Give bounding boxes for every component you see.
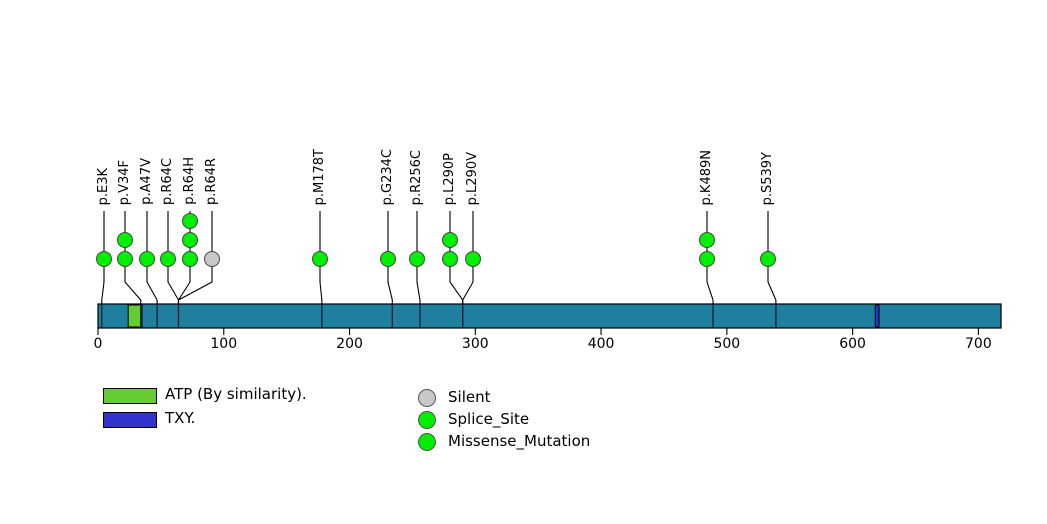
lollipop-pG234C[interactable] [380,211,396,304]
mutation-label: p.M178T [312,148,327,205]
lollipop-dot[interactable] [312,251,328,267]
legend-domain-swatch [103,388,157,404]
lollipop-pL290V[interactable] [462,211,481,304]
mutation-label: p.S539Y [760,151,775,205]
axis-tick-label: 0 [93,336,103,352]
legend-mutation-label: Splice_Site [448,410,530,428]
legend-mutation-dot [418,433,436,451]
legend-domain-label: TXY. [165,409,196,427]
axis-tick-label: 200 [336,336,363,352]
mutation-label: p.K489N [699,149,714,205]
lollipop-stem [462,211,474,304]
lollipop-dot[interactable] [442,232,458,248]
mutation-label: p.R64R [204,158,219,205]
lollipop-dot[interactable] [96,251,112,267]
legend-domain-label: ATP (By similarity). [165,385,307,403]
lollipop-dot[interactable] [699,251,715,267]
lollipop-dot[interactable] [204,251,220,267]
legend-mutation-label: Missense_Mutation [448,432,591,450]
lollipop-pR64C[interactable] [160,211,180,304]
lollipop-dot[interactable] [442,251,458,267]
mutation-label: p.V34F [117,159,132,205]
legend-mutation-dot [418,411,436,429]
lollipop-stem [767,211,777,304]
axis-tick-label: 300 [461,336,489,352]
lollipop-stem [416,211,421,304]
mutation-label: p.G234C [380,148,395,205]
mutation-label: p.L290P [442,152,457,205]
lollipop-dot[interactable] [409,251,425,267]
mutation-label: p.A47V [139,158,154,205]
mutation-label: p.R64C [160,157,175,205]
lollipop-stem [319,211,323,304]
axis-tick-label: 100 [210,336,238,352]
mutation-label: p.E3K [96,167,111,205]
axis-tick-label: 700 [965,336,992,352]
lollipop-stem [146,211,158,304]
lollipop-dot[interactable] [760,251,776,267]
lollipop-pS539Y[interactable] [760,211,777,304]
mutation-label: p.R64H [182,157,197,205]
lollipop-dot[interactable] [699,232,715,248]
legend-domain-swatch [103,412,157,428]
mutation-label: p.L290V [465,151,480,205]
lollipop-pE3K[interactable] [96,211,112,304]
legend-mutation-label: Silent [448,388,491,406]
lollipop-dot[interactable] [117,232,133,248]
lollipop-stem [101,211,105,304]
lollipop-pR64H[interactable] [177,211,198,304]
lollipop-pR64R[interactable] [177,211,220,304]
lollipop-pM178T[interactable] [312,211,328,304]
lollipop-dot[interactable] [139,251,155,267]
lollipop-dot[interactable] [182,251,198,267]
lollipop-pV34F[interactable] [117,211,142,304]
lollipop-dot[interactable] [465,251,481,267]
axis-tick-label: 500 [713,336,741,352]
lollipop-dot[interactable] [117,251,133,267]
protein-bar [97,303,1002,329]
lollipop-pK489N[interactable] [699,211,715,304]
lollipop-dot[interactable] [182,213,198,229]
lollipop-pR256C[interactable] [409,211,425,304]
axis-tick-label: 600 [839,336,866,352]
lollipop-pL290P[interactable] [442,211,464,304]
lollipop-dot[interactable] [182,232,198,248]
mutation-label: p.R256C [409,149,424,205]
axis-tick-label: 400 [587,336,615,352]
lollipop-stem [387,211,393,304]
lollipop-pA47V[interactable] [139,211,158,304]
lollipop-stem [177,211,213,304]
lollipop-dot[interactable] [160,251,176,267]
protein-domain-atp [127,304,143,328]
legend-mutation-dot [418,389,436,407]
protein-domain-txy [874,304,880,328]
lollipop-dot[interactable] [380,251,396,267]
